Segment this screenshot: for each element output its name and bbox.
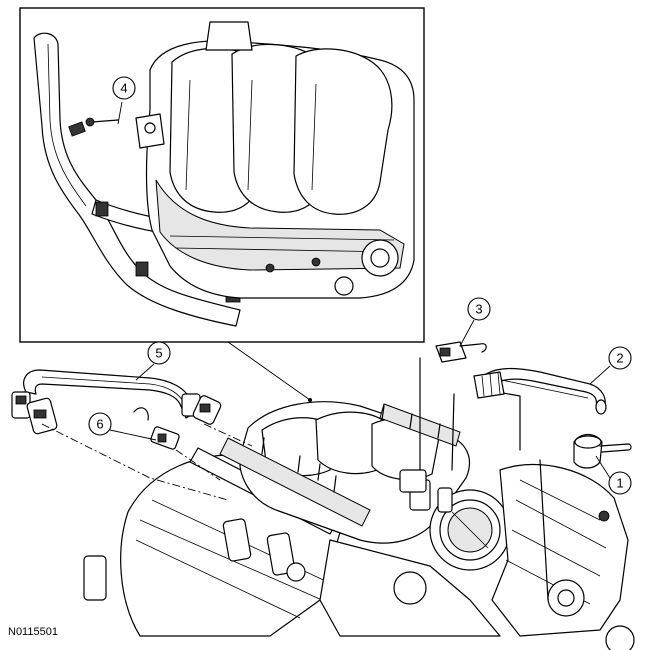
inset-leader-dot xyxy=(308,398,312,402)
part-6-connector xyxy=(133,407,221,481)
svg-text:5: 5 xyxy=(155,346,162,361)
svg-text:6: 6 xyxy=(96,417,103,432)
hose-5-install-line-2 xyxy=(203,423,253,447)
hose-2 xyxy=(473,367,607,415)
part-3-clip xyxy=(435,341,487,363)
figure-id: N0115501 xyxy=(8,626,58,638)
callout-1: 1 xyxy=(595,455,632,495)
callout-5: 5 xyxy=(135,341,171,381)
inset-leader-line xyxy=(227,341,311,401)
svg-text:2: 2 xyxy=(616,351,623,366)
engine-illustration xyxy=(83,357,635,650)
detail-inset xyxy=(19,7,425,343)
callout-2: 2 xyxy=(589,346,632,385)
svg-text:4: 4 xyxy=(120,81,127,96)
part-1-connector xyxy=(573,433,632,469)
callout-4: 4 xyxy=(112,76,136,125)
hose-5 xyxy=(11,369,222,435)
callout-6: 6 xyxy=(88,412,157,441)
svg-text:1: 1 xyxy=(616,476,623,491)
callout-3: 3 xyxy=(459,297,491,347)
svg-text:3: 3 xyxy=(475,302,482,317)
